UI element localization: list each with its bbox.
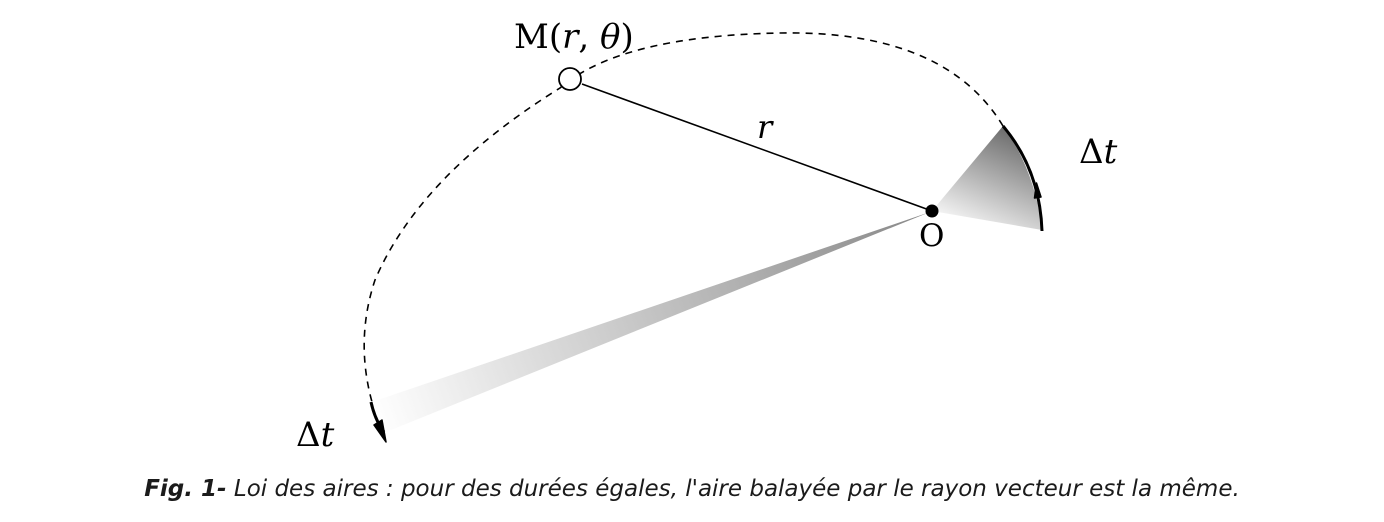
arc-left-arrowhead	[373, 419, 387, 443]
delta-t-label-right: Δt	[1079, 132, 1118, 172]
origin-label: O	[919, 218, 944, 254]
kepler-area-law-diagram: M(r, θ) r O Δt Δt	[296, 17, 1118, 455]
radius-label: r	[757, 108, 774, 146]
point-m-marker	[558, 67, 582, 91]
figure-caption-label: Fig. 1-	[144, 476, 227, 502]
figure-caption-text: Loi des aires : pour des durées égales, …	[226, 476, 1240, 502]
origin-marker	[925, 204, 939, 218]
swept-area-left	[372, 212, 930, 432]
arc-right-arrowhead	[1033, 182, 1042, 199]
point-m-label: M(r, θ)	[514, 17, 634, 57]
delta-t-label-left: Δt	[296, 415, 335, 455]
orbit-path-dashed	[363, 32, 1004, 403]
radius-vector	[581, 83, 933, 212]
figure-caption: Fig. 1- Loi des aires : pour des durées …	[0, 476, 1384, 502]
swept-area-right	[932, 126, 1042, 230]
arc-right-solid	[1001, 125, 1044, 232]
